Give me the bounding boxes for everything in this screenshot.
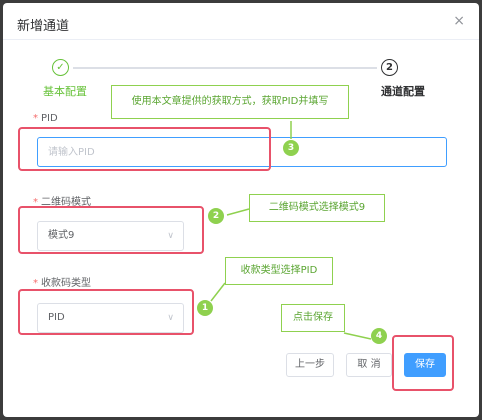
qr-mode-label-text: 二维码模式 bbox=[41, 197, 91, 208]
highlight-box-pid bbox=[18, 127, 271, 171]
qr-mode-select[interactable]: 模式9 ∨ bbox=[37, 221, 184, 251]
required-mark: * bbox=[33, 197, 38, 208]
pay-type-select[interactable]: PID ∨ bbox=[37, 303, 184, 333]
step-connector bbox=[73, 67, 377, 69]
highlight-box-pay-type bbox=[18, 289, 194, 335]
header-divider bbox=[3, 39, 479, 40]
qr-mode-value: 模式9 bbox=[48, 230, 75, 241]
pid-label: *PID bbox=[33, 113, 58, 124]
annotation-badge-1: 1 bbox=[197, 300, 213, 316]
step-channel-config-label: 通道配置 bbox=[381, 85, 425, 98]
pay-type-label-text: 收款码类型 bbox=[41, 278, 91, 289]
annotation-badge-2: 2 bbox=[208, 208, 224, 224]
required-mark: * bbox=[33, 278, 38, 289]
step-basic-config-label: 基本配置 bbox=[43, 85, 87, 98]
annotation-badge-4: 4 bbox=[371, 328, 387, 344]
step-done-icon: ✓ bbox=[52, 59, 69, 76]
pid-label-text: PID bbox=[41, 113, 58, 124]
annotation-note-pay-type: 收款类型选择PID bbox=[225, 257, 333, 285]
annotation-note-pid: 使用本文章提供的获取方式，获取PID并填写 bbox=[111, 85, 349, 119]
annotation-note-qr-mode: 二维码模式选择模式9 bbox=[249, 194, 385, 222]
cancel-button[interactable]: 取 消 bbox=[346, 353, 392, 377]
pay-type-value: PID bbox=[48, 312, 65, 323]
chevron-down-icon: ∨ bbox=[167, 231, 174, 241]
add-channel-dialog: 新增通道 × ✓ 2 基本配置 通道配置 *PID *二维码模式 模式9 ∨ *… bbox=[3, 3, 479, 417]
annotation-note-save: 点击保存 bbox=[281, 304, 345, 332]
qr-mode-label: *二维码模式 bbox=[33, 193, 91, 208]
save-button[interactable]: 保存 bbox=[404, 353, 446, 377]
highlight-box-qr-mode bbox=[18, 206, 204, 254]
highlight-box-save bbox=[392, 335, 454, 391]
annotation-badge-3: 3 bbox=[283, 140, 299, 156]
pid-input[interactable] bbox=[37, 137, 447, 167]
dialog-title: 新增通道 bbox=[17, 19, 70, 34]
close-icon[interactable]: × bbox=[453, 13, 465, 29]
required-mark: * bbox=[33, 113, 38, 124]
prev-step-button[interactable]: 上一步 bbox=[286, 353, 334, 377]
step-2-indicator: 2 bbox=[381, 59, 398, 76]
pay-type-label: *收款码类型 bbox=[33, 274, 91, 289]
chevron-down-icon: ∨ bbox=[167, 313, 174, 323]
annotation-connectors bbox=[210, 121, 372, 340]
